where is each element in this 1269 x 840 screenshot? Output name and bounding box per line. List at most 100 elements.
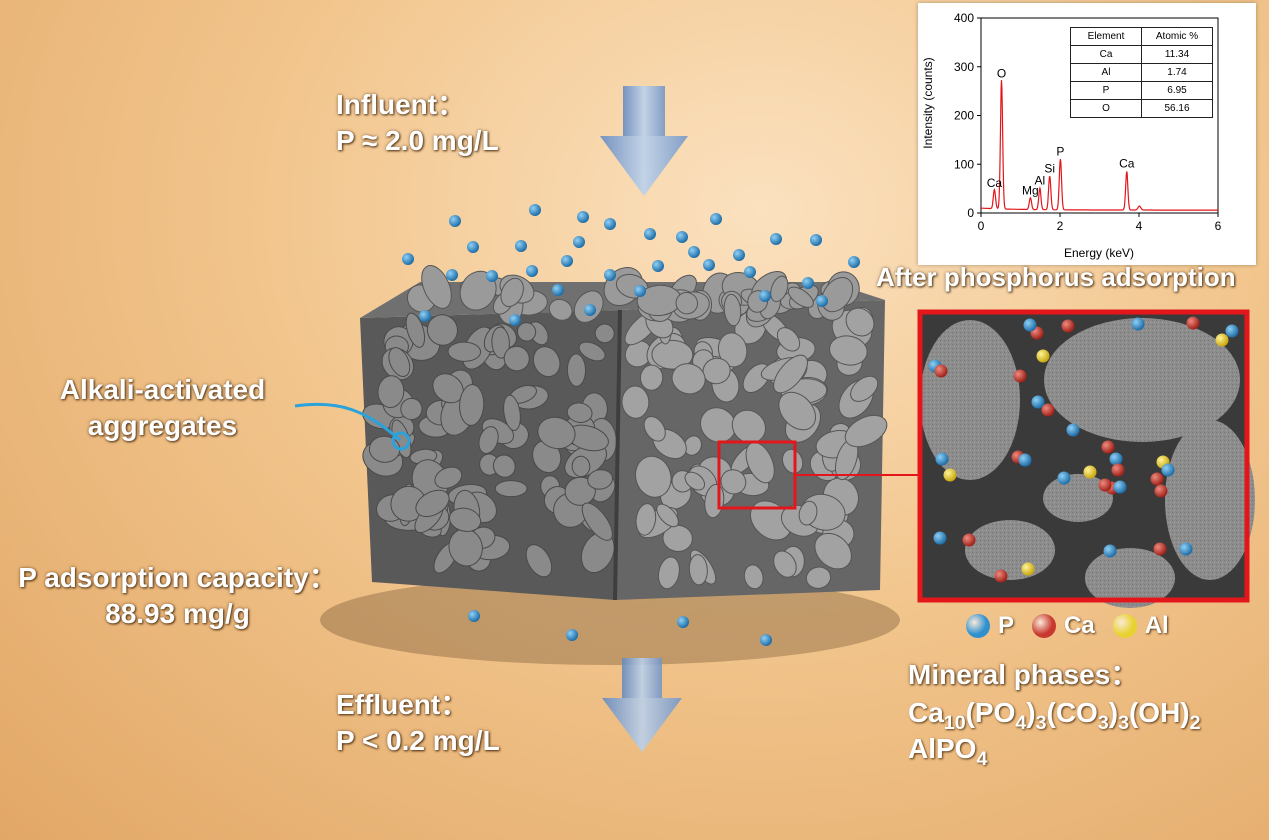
al-ion: [1083, 465, 1097, 479]
al-ion: [1021, 562, 1035, 576]
formula-subscript: 3: [1035, 711, 1047, 734]
aggregate-stone: [581, 502, 613, 541]
p-ion: [529, 204, 541, 216]
p-ion: [1023, 318, 1037, 332]
legend-label: Ca: [1064, 612, 1095, 639]
p-ion: [526, 265, 538, 277]
aggregate-stone: [656, 503, 679, 528]
ca-ion: [962, 533, 976, 547]
left-face-stones: [362, 312, 617, 578]
formula-subscript: 3: [1118, 711, 1129, 734]
aggregate-stone: [447, 341, 482, 362]
formula-text: (OH): [1128, 697, 1190, 728]
aggregate-stone: [594, 323, 615, 344]
aggregate-stone: [829, 335, 868, 366]
aggregate-stone: [781, 448, 804, 474]
table-cell: Ca: [1070, 45, 1142, 64]
aggregate-stone: [532, 346, 561, 378]
p-ion: [449, 215, 461, 227]
aggregate-stone: [492, 454, 516, 478]
aggregate-stone: [400, 397, 423, 421]
capacity-title: P adsorption capacity：: [18, 562, 337, 593]
inset-title: After phosphorus adsorption: [876, 262, 1236, 292]
p-ion: [604, 269, 616, 281]
aggregate-stone: [448, 507, 482, 532]
p-ion: [848, 256, 860, 268]
aggregate-stone: [571, 455, 591, 478]
p-ion: [573, 236, 585, 248]
formula-subscript: 3: [1097, 711, 1109, 734]
effluent-arrow: [602, 658, 682, 752]
aggregate-pointer: [294, 402, 401, 442]
aggregate-stone: [684, 471, 706, 491]
peak-label: Mg: [1022, 183, 1039, 197]
aggregate-stone: [683, 435, 702, 456]
inset-ions: [928, 316, 1239, 583]
aggregate-stone: [587, 469, 614, 490]
p-ion: [1109, 452, 1123, 466]
p-ion: [652, 260, 664, 272]
p-ion: [1018, 453, 1032, 467]
formula-text: Ca: [908, 697, 944, 728]
p-ion: [688, 246, 700, 258]
formula-text: (PO: [965, 697, 1016, 728]
aggregate-stone: [787, 286, 814, 308]
legend-dot: [966, 614, 990, 638]
aggregate-stone: [564, 476, 596, 506]
aggregate-stone: [500, 277, 524, 308]
aggregate-stone: [844, 414, 888, 448]
effluent-title: Effluent：: [336, 689, 469, 720]
influent-value: P ≈ 2.0 mg/L: [336, 125, 499, 156]
aggregate-stone: [503, 345, 530, 372]
formula-subscript: 4: [1015, 711, 1027, 734]
aggregate-stone: [634, 455, 672, 498]
formula-text: AlPO: [908, 733, 977, 764]
formula-text: ): [1026, 697, 1036, 728]
table-cell: O: [1070, 99, 1142, 118]
aggregate-stone: [621, 385, 650, 419]
p-ion: [810, 234, 822, 246]
table-cell: 1.74: [1141, 63, 1213, 82]
aggregate-stone: [491, 326, 510, 359]
p-ion: [402, 253, 414, 265]
p-ion: [816, 295, 828, 307]
y-tick-label: 400: [954, 11, 974, 25]
p-ion: [703, 259, 715, 271]
aggregate-stone: [415, 489, 450, 518]
y-tick-label: 0: [967, 206, 974, 220]
aggregate-stone: [821, 276, 854, 313]
aggregate-stone: [426, 314, 458, 346]
legend-dot: [1112, 614, 1137, 638]
peak-label: Ca: [987, 176, 1003, 190]
p-ion: [604, 218, 616, 230]
p-ion: [584, 304, 596, 316]
aggregate-stone: [643, 416, 666, 442]
phase-formula-alpo4: AlPO4: [908, 733, 987, 771]
aggregate-stone: [494, 480, 528, 498]
formula-subscript: 4: [976, 747, 988, 770]
aggregate-stone: [421, 265, 452, 309]
ca-ion: [1101, 440, 1115, 454]
ca-ion: [1153, 542, 1167, 556]
aggregate-stone: [639, 364, 664, 391]
legend-dot: [1032, 614, 1057, 638]
aggregate-stone: [548, 298, 573, 321]
table-cell: 56.16: [1141, 99, 1213, 118]
phases-title: Mineral phases：: [908, 659, 1139, 690]
x-tick-label: 6: [1215, 219, 1222, 233]
aggregate-stone: [525, 544, 553, 578]
ca-ion: [1186, 316, 1200, 330]
phase-formula-apatite: Ca10(PO4)3(CO3)3(OH)2: [908, 697, 1201, 735]
y-tick-label: 100: [954, 157, 974, 171]
aggregate-stone: [731, 409, 766, 444]
edx-xlabel: Energy (keV): [1064, 246, 1134, 260]
effluent-value: P < 0.2 mg/L: [336, 725, 500, 756]
peak-label: Si: [1044, 161, 1055, 175]
aggregate-stone: [717, 332, 748, 368]
legend-item: Ca: [1032, 612, 1095, 640]
aggregate-stone: [773, 550, 797, 578]
